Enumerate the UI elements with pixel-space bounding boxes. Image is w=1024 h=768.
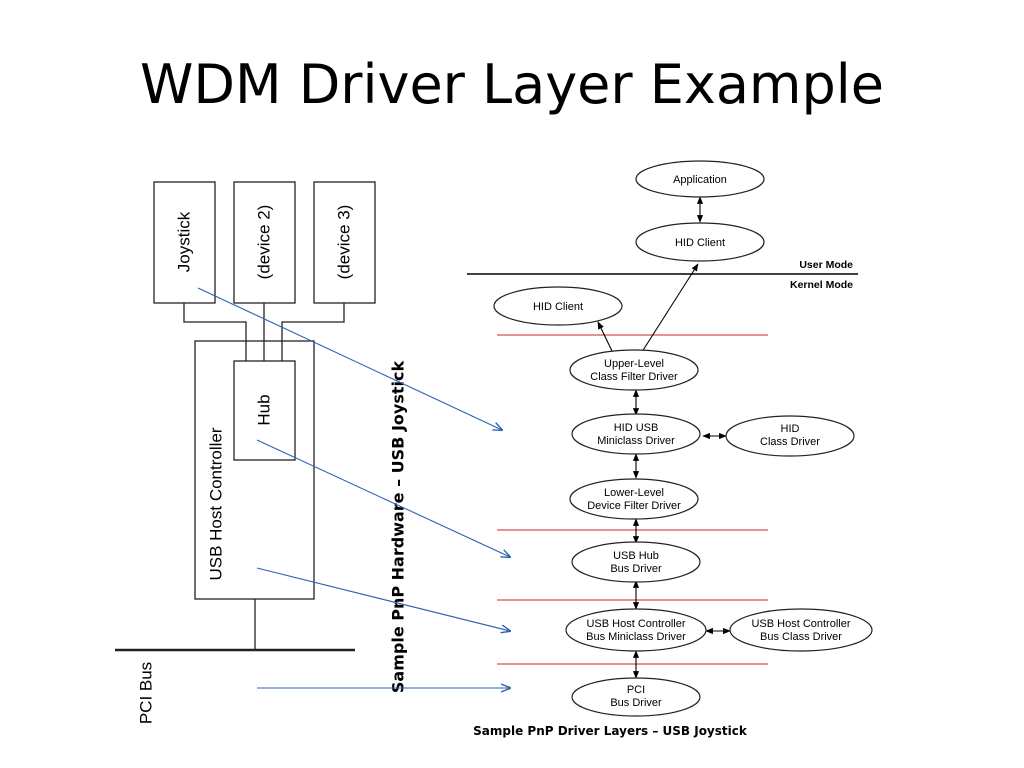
hid-class-node: [725, 415, 855, 457]
usb-hc-miniclass-label-1: USB Host Controller: [586, 618, 685, 630]
mapping-arrows: [197, 287, 510, 688]
device2-box: [233, 181, 296, 304]
usb-hc-miniclass-node: [565, 608, 707, 652]
slide-title: WDM Driver Layer Example: [139, 53, 885, 116]
usb-hc-class-label-1: USB Host Controller: [751, 618, 850, 630]
hid-client-user-label: HID Client: [675, 237, 725, 249]
lower-filter-node: [569, 478, 699, 520]
joystick-to-miniclass-arrow: [197, 287, 502, 430]
hid-usb-miniclass-label-1: HID USB: [614, 422, 659, 434]
usb-hub-bus-label-1: USB Hub: [613, 550, 659, 562]
hid-client-user-node: [635, 222, 765, 262]
layer-arrows: [597, 196, 731, 679]
hardware-diagram: [115, 181, 376, 652]
pci-bus-driver-label-1: PCI: [627, 684, 645, 696]
usb-hub-bus-node: [571, 541, 701, 583]
device3-box: [313, 181, 376, 304]
device2-label: (device 2): [255, 205, 274, 280]
upper-filter-node: [569, 349, 699, 391]
driver-layers-caption: Sample PnP Driver Layers – USB Joystick: [473, 724, 748, 738]
host-controller-label: USB Host Controller: [207, 427, 226, 580]
kernel-mode-label: Kernel Mode: [790, 279, 853, 291]
hub-box: [233, 360, 296, 461]
application-node: [635, 160, 765, 198]
hid-class-label-2: Class Driver: [760, 436, 820, 448]
host-to-hc-driver-arrow: [256, 567, 510, 631]
pci-bus-driver-label-2: Bus Driver: [610, 697, 662, 709]
lower-filter-label-1: Lower-Level: [604, 487, 664, 499]
user-mode-label: User Mode: [799, 259, 853, 271]
hub-to-hub-driver-arrow: [256, 439, 510, 557]
usb-hc-class-node: [729, 608, 873, 652]
hub-label: Hub: [255, 394, 274, 425]
usb-hub-bus-label-2: Bus Driver: [610, 563, 662, 575]
upper-filter-label-2: Class Filter Driver: [590, 371, 678, 383]
upper-filter-label-1: Upper-Level: [604, 358, 664, 370]
usb-hc-class-label-2: Bus Class Driver: [760, 631, 842, 643]
joystick-label: Joystick: [175, 211, 194, 272]
node-labels: Application HID Client HID Client Upper-…: [533, 174, 851, 709]
hardware-labels: Joystick (device 2) (device 3) Hub USB H…: [137, 205, 408, 725]
hardware-caption: Sample PnP Hardware – USB Joystick: [389, 361, 408, 694]
application-label: Application: [673, 174, 727, 186]
hid-usb-miniclass-label-2: Miniclass Driver: [597, 435, 675, 447]
lower-filter-label-2: Device Filter Driver: [587, 500, 681, 512]
joystick-connector: [183, 303, 247, 361]
joystick-box: [153, 181, 216, 304]
hid-client-kernel-label: HID Client: [533, 301, 583, 313]
pci-bus-driver-node: [571, 677, 701, 717]
device3-label: (device 3): [335, 205, 354, 280]
pci-bus-label: PCI Bus: [137, 662, 156, 724]
usb-hc-miniclass-label-2: Bus Miniclass Driver: [586, 631, 686, 643]
hid-class-label-1: HID: [781, 423, 800, 435]
hid-usb-miniclass-node: [571, 413, 701, 455]
layer-separators: [497, 334, 768, 665]
hid-client-kernel-node: [493, 286, 623, 326]
